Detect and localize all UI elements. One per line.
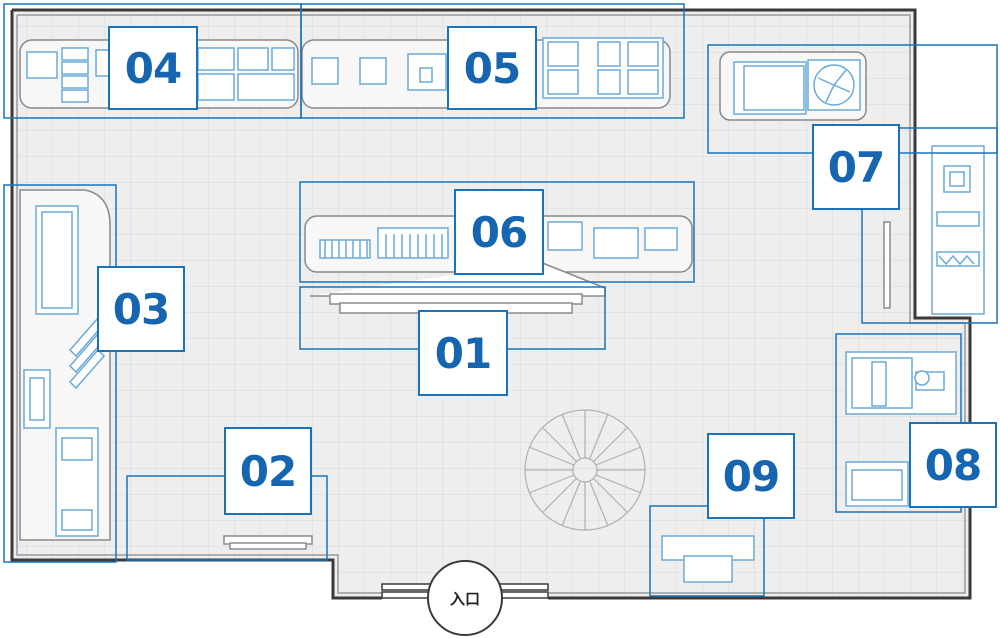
zone-label-02: 02	[224, 427, 312, 515]
furniture-08	[845, 351, 957, 507]
zone-label-07: 07	[812, 124, 900, 210]
wall-panel-07	[883, 145, 985, 315]
spiral-staircase	[524, 409, 646, 531]
equipment-07	[719, 51, 867, 121]
zone-label-05: 05	[447, 26, 537, 110]
zone-label-09: 09	[707, 433, 795, 519]
zone-outline-06	[299, 181, 695, 283]
zone-outline-05	[300, 3, 685, 119]
zone-label-04: 04	[108, 26, 198, 110]
bench-02	[223, 535, 313, 550]
zone-outline-03	[3, 184, 117, 563]
zone-outline-07b	[861, 127, 998, 324]
walls	[10, 8, 972, 600]
wall-display-03	[19, 189, 111, 541]
desk-09	[661, 535, 755, 583]
zone-label-06: 06	[454, 189, 544, 275]
entrance-marker: 入口	[427, 560, 503, 636]
zone-outlines	[3, 3, 998, 597]
zone-label-03: 03	[97, 266, 185, 352]
zone-label-01: 01	[418, 310, 508, 396]
zone-label-08: 08	[909, 422, 997, 508]
